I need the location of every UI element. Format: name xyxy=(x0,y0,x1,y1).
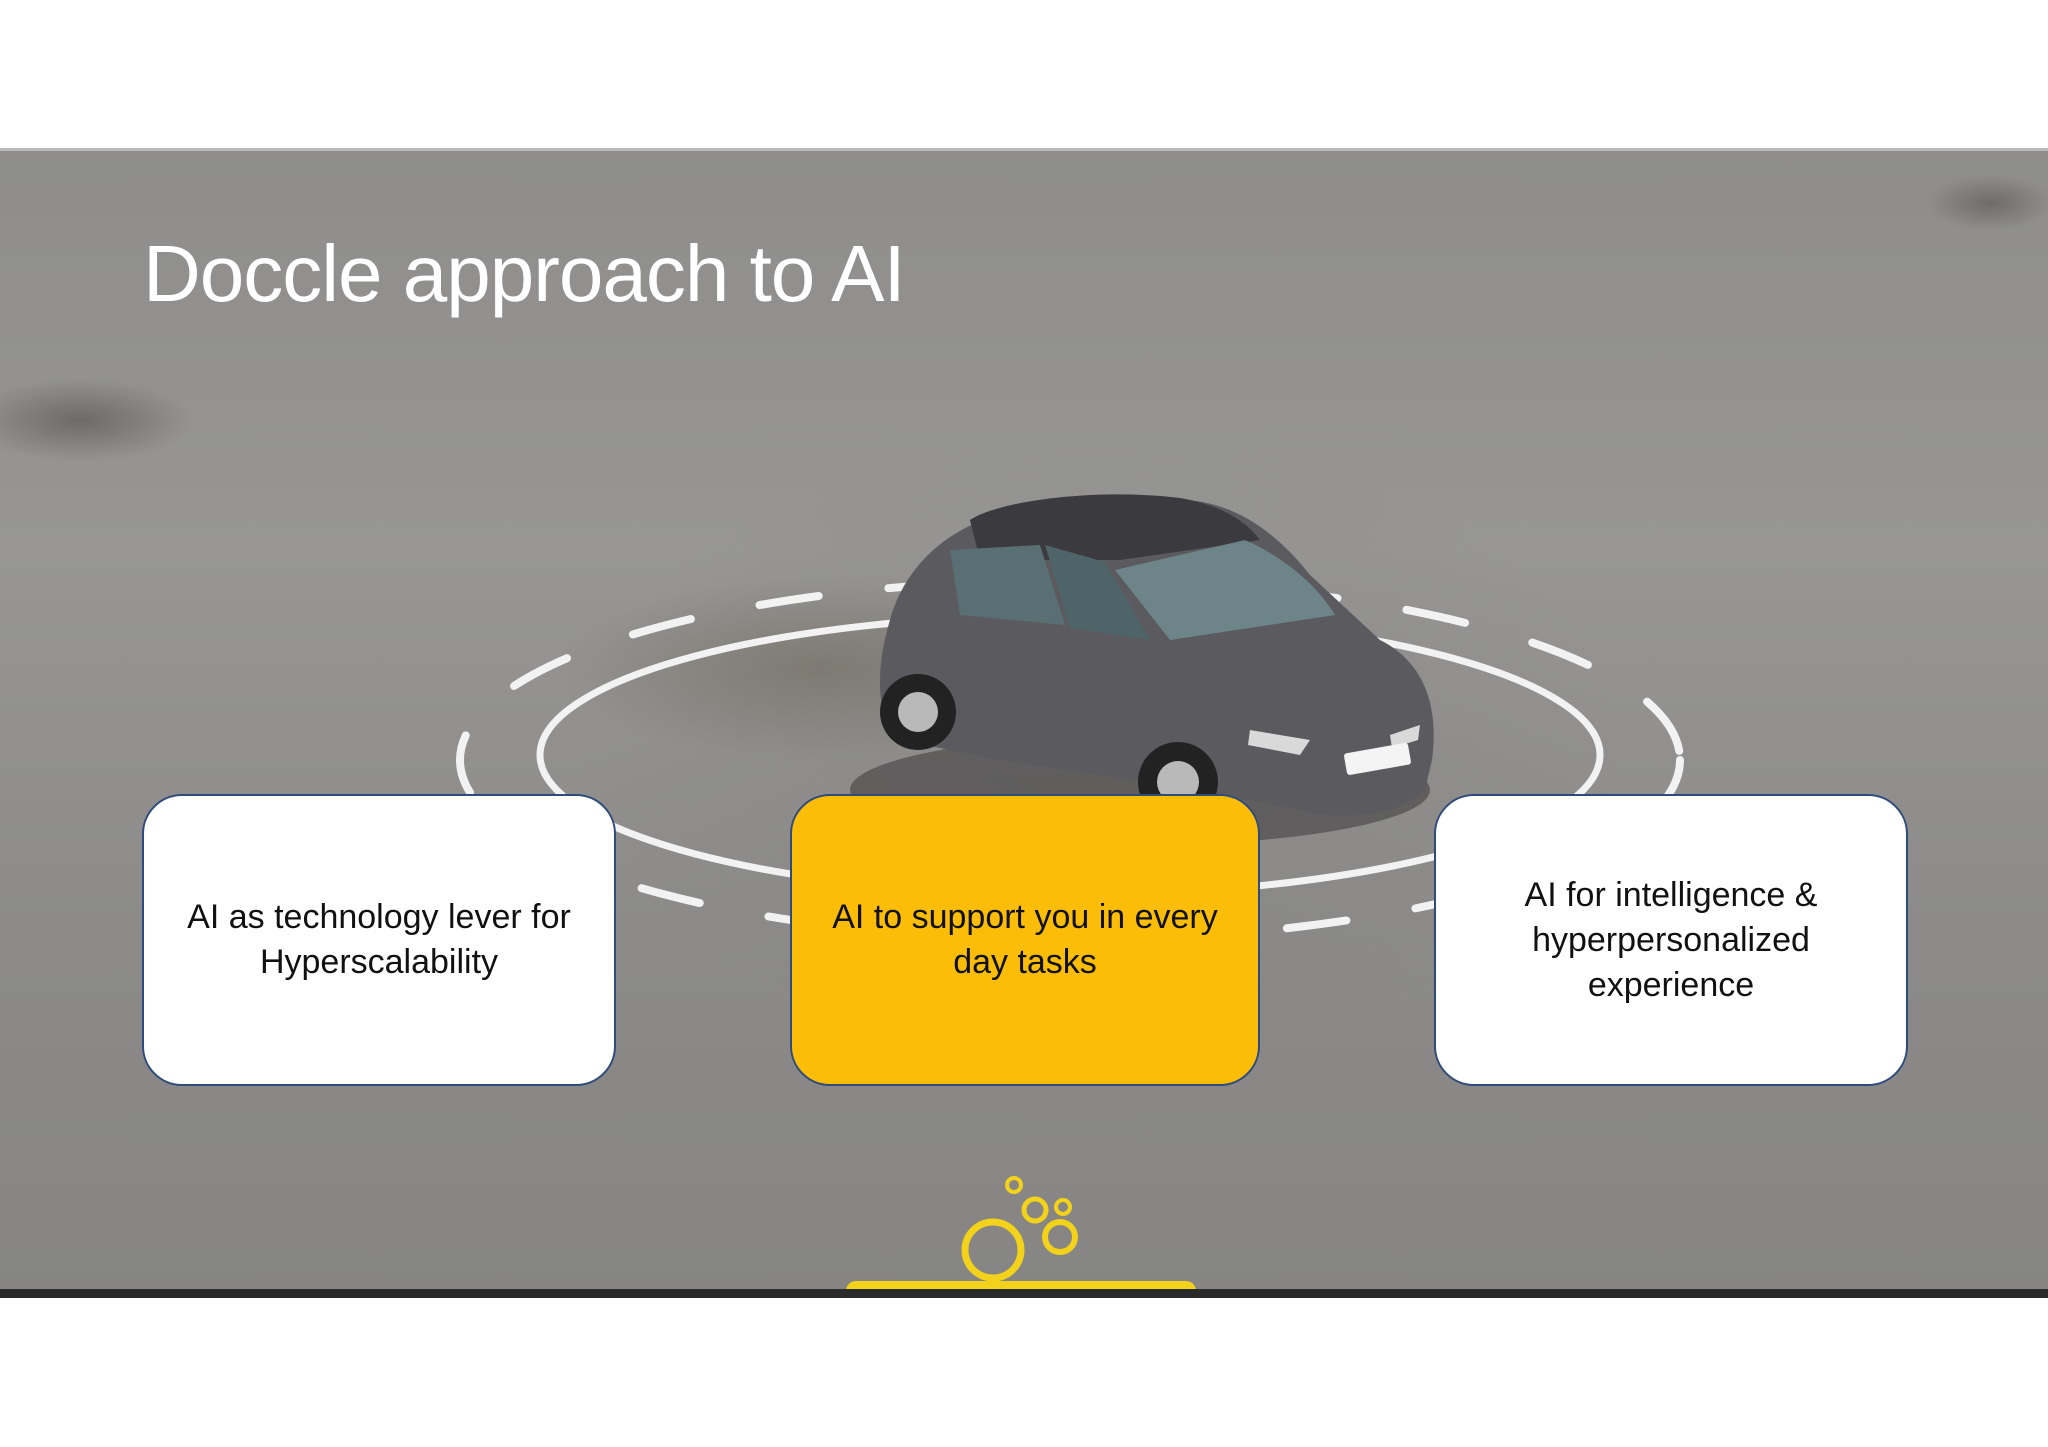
card-everyday-tasks: AI to support you in every day tasks xyxy=(790,794,1260,1086)
card-everyday-tasks-text: AI to support you in every day tasks xyxy=(832,898,1218,981)
doccle-bubbles-logo-icon xyxy=(961,1176,1078,1282)
slide-title: Doccle approach to AI xyxy=(143,229,906,318)
card-hyperscalability: AI as technology lever for Hyperscalabil… xyxy=(142,794,616,1086)
card-hyperpersonalized: AI for intelligence & hyperpersonalized … xyxy=(1434,794,1908,1086)
card-hyperpersonalized-text: AI for intelligence & hyperpersonalized … xyxy=(1524,875,1818,1004)
car-icon xyxy=(879,494,1434,822)
bottom-divider xyxy=(0,1289,2048,1298)
card-hyperscalability-text: AI as technology lever for Hyperscalabil… xyxy=(187,898,571,981)
top-divider xyxy=(0,148,2048,151)
